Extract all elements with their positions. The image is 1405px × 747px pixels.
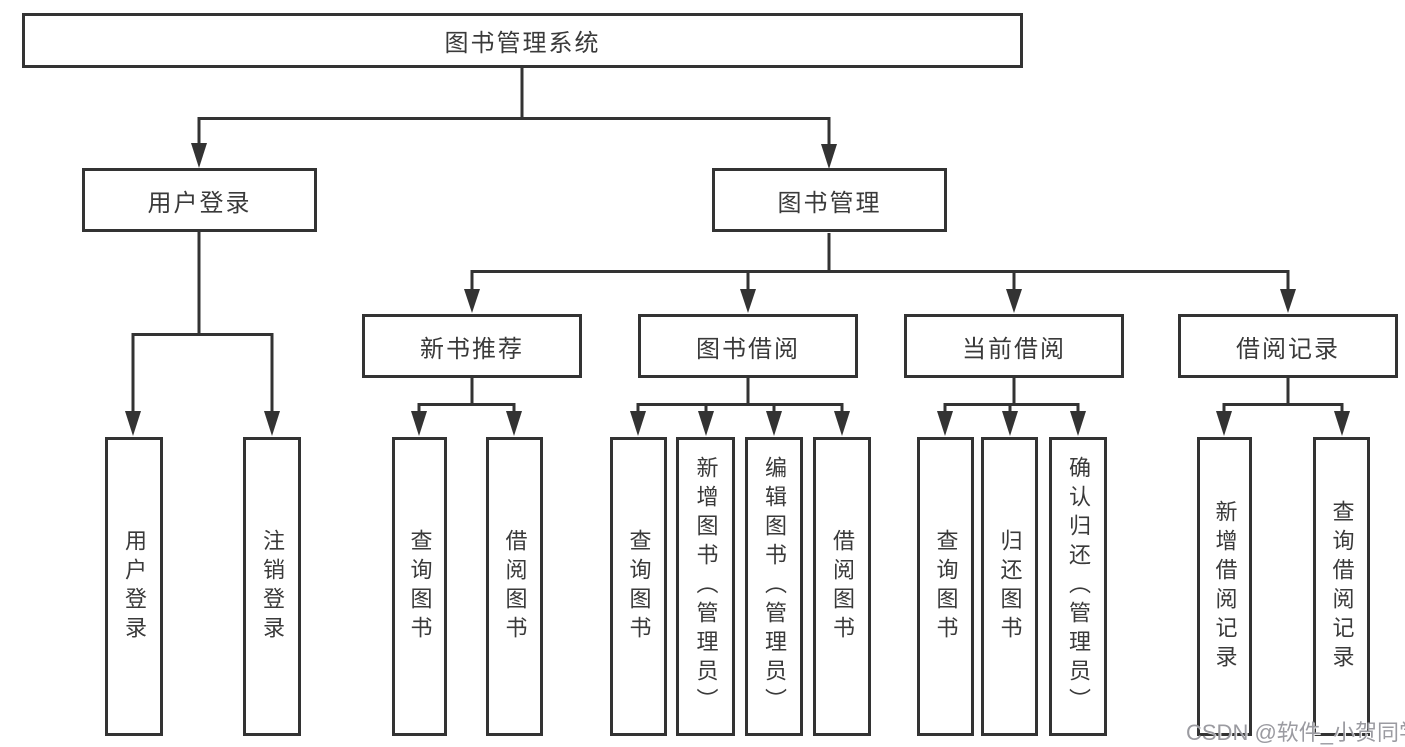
node-root-label: 图书管理系统 <box>444 30 601 57</box>
leaf-cb-confirm-return-admin-label: 确认归还（管理员） <box>1066 456 1091 717</box>
node-current-borrow-label: 当前借阅 <box>962 335 1066 363</box>
leaf-bb-query-books: 查询图书 <box>610 437 667 736</box>
leaf-cb-return-books: 归还图书 <box>981 437 1038 736</box>
leaf-bb-borrow-books-label: 借阅图书 <box>830 528 855 645</box>
leaf-rec-query-books-label: 查询图书 <box>407 528 433 645</box>
node-new-book-recommend-label: 新书推荐 <box>420 335 524 363</box>
node-root: 图书管理系统 <box>22 13 1023 68</box>
leaf-br-add-record: 新增借阅记录 <box>1197 437 1252 736</box>
leaf-rec-borrow-books-label: 借阅图书 <box>502 528 528 645</box>
leaf-cb-query-books-label: 查询图书 <box>933 528 959 645</box>
leaf-user-login: 用户登录 <box>105 437 163 736</box>
leaf-bb-borrow-books: 借阅图书 <box>813 437 871 736</box>
leaf-logout: 注销登录 <box>243 437 301 736</box>
leaf-br-add-record-label: 新增借阅记录 <box>1212 499 1238 674</box>
leaf-cb-query-books: 查询图书 <box>917 437 974 736</box>
leaf-logout-label: 注销登录 <box>260 528 285 645</box>
leaf-cb-return-books-label: 归还图书 <box>997 528 1023 645</box>
leaf-user-login-label: 用户登录 <box>122 528 147 645</box>
connector-lines <box>131 68 1344 412</box>
node-borrow-records-label: 借阅记录 <box>1236 335 1340 363</box>
leaf-rec-query-books: 查询图书 <box>392 437 447 736</box>
leaf-bb-edit-books-admin-label: 编辑图书（管理员） <box>762 456 787 717</box>
node-book-borrow-label: 图书借阅 <box>696 335 800 363</box>
leaf-bb-edit-books-admin: 编辑图书（管理员） <box>745 437 803 736</box>
leaf-bb-query-books-label: 查询图书 <box>626 528 652 645</box>
node-user-login-label: 用户登录 <box>147 189 252 217</box>
node-book-management: 图书管理 <box>712 168 947 232</box>
leaf-rec-borrow-books: 借阅图书 <box>486 437 543 736</box>
leaf-br-query-record: 查询借阅记录 <box>1313 437 1370 736</box>
node-book-management-label: 图书管理 <box>777 189 882 217</box>
leaf-bb-add-books-admin-label: 新增图书（管理员） <box>693 456 719 717</box>
node-borrow-records: 借阅记录 <box>1178 314 1398 378</box>
leaf-br-query-record-label: 查询借阅记录 <box>1329 499 1355 674</box>
leaf-cb-confirm-return-admin: 确认归还（管理员） <box>1049 437 1107 736</box>
leaf-bb-add-books-admin: 新增图书（管理员） <box>676 437 735 736</box>
node-book-borrow: 图书借阅 <box>638 314 858 378</box>
connector-arrowheads <box>125 143 1350 436</box>
node-user-login: 用户登录 <box>82 168 317 232</box>
node-current-borrow: 当前借阅 <box>904 314 1124 378</box>
node-new-book-recommend: 新书推荐 <box>362 314 582 378</box>
csdn-watermark: CSDN @软件_小贺同学 <box>1186 720 1405 745</box>
